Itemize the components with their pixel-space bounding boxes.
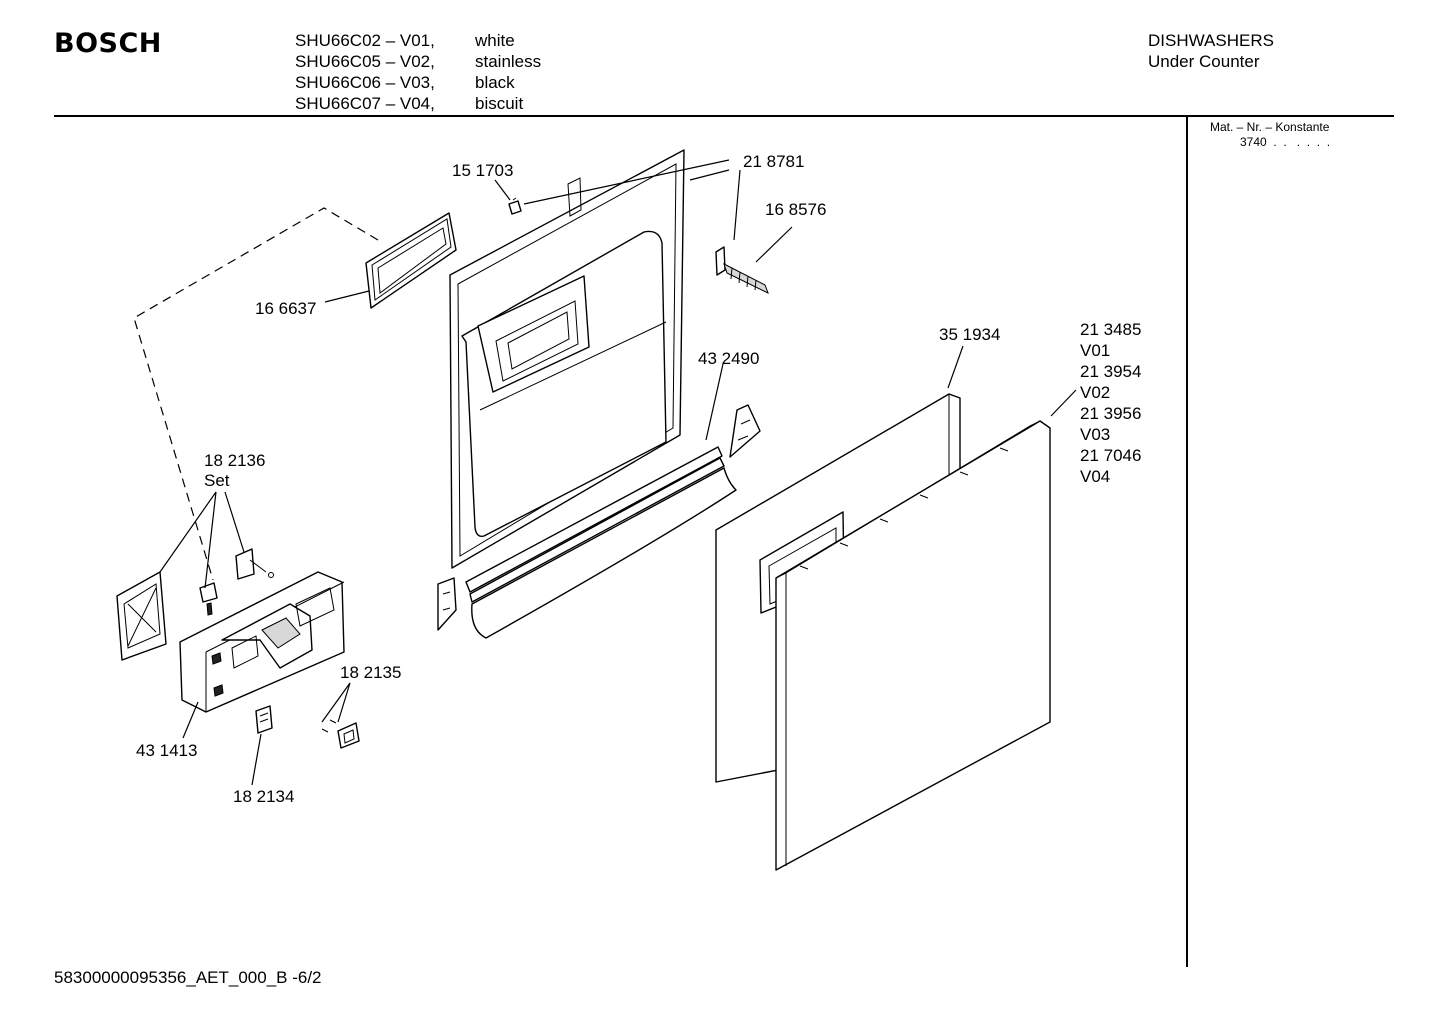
variant-number: 21 3485 — [1080, 320, 1141, 339]
callout-431413: 43 1413 — [136, 741, 197, 760]
callout-166637: 16 6637 — [255, 299, 316, 318]
product-category: DISHWASHERS Under Counter — [1148, 30, 1274, 72]
leader-lines — [159, 159, 1077, 786]
callout-432490: 43 2490 — [698, 349, 759, 368]
material-label: Mat. – Nr. – Konstante — [1210, 120, 1330, 134]
category-subline: Under Counter — [1148, 52, 1260, 71]
variant-version: V03 — [1080, 425, 1110, 444]
model-code: SHU66C07 – V04, — [295, 94, 435, 113]
material-value: 3740 . . . . . . — [1240, 135, 1331, 149]
model-row: SHU66C02 – V01, white — [295, 30, 541, 51]
window-frame-part — [365, 212, 457, 309]
decor-panel-part — [775, 420, 1051, 871]
screw-part — [508, 197, 522, 215]
sidebar-divider — [1186, 117, 1188, 967]
model-list: SHU66C02 – V01, white SHU66C05 – V02, st… — [295, 30, 541, 114]
callout-182135: 18 2135 — [340, 663, 401, 682]
callout-168576: 16 8576 — [765, 200, 826, 219]
brand-logo: BOSCH — [54, 28, 162, 59]
variant-version: V02 — [1080, 383, 1110, 402]
model-variant: stainless — [475, 52, 542, 71]
model-code: SHU66C06 – V03, — [295, 73, 435, 92]
callout-182136-set: Set — [204, 471, 230, 490]
callout-351934: 35 1934 — [939, 325, 1000, 344]
door-lock-set-part — [116, 548, 274, 661]
model-variant: white — [475, 31, 515, 50]
document-footer: 58300000095356_AET_000_B -6/2 — [54, 968, 322, 987]
variant-number: 21 7046 — [1080, 446, 1141, 465]
material-constant: Mat. – Nr. – Konstante 3740 . . . . . . — [1210, 120, 1330, 150]
model-code: SHU66C02 – V01, — [295, 31, 435, 50]
callout-182136: 18 2136 — [204, 451, 265, 470]
model-code: SHU66C05 – V02, — [295, 52, 435, 71]
seal-strip-part — [465, 446, 737, 639]
bracket-part — [729, 404, 761, 458]
callout-218781: 21 8781 — [743, 152, 804, 171]
variant-version: V04 — [1080, 467, 1110, 486]
assembly-dashed-line — [133, 207, 379, 581]
left-bracket-part — [437, 577, 457, 631]
clip-part — [321, 719, 360, 749]
header-divider — [54, 115, 1394, 117]
variant-version: V01 — [1080, 341, 1110, 360]
callout-182134: 18 2134 — [233, 787, 294, 806]
hinge-part — [715, 246, 769, 294]
model-variant: black — [475, 73, 515, 92]
control-module-part — [179, 571, 345, 713]
model-row: SHU66C06 – V03, black — [295, 72, 541, 93]
inner-door-panel-part — [449, 149, 685, 569]
variant-number: 21 3954 — [1080, 362, 1141, 381]
model-variant: biscuit — [475, 94, 524, 113]
model-row: SHU66C05 – V02, stainless — [295, 51, 541, 72]
variant-number: 21 3956 — [1080, 404, 1141, 423]
callout-151703: 15 1703 — [452, 161, 513, 180]
model-row: SHU66C07 – V04, biscuit — [295, 93, 541, 114]
switch-part — [255, 705, 273, 734]
category-line: DISHWASHERS — [1148, 31, 1274, 50]
